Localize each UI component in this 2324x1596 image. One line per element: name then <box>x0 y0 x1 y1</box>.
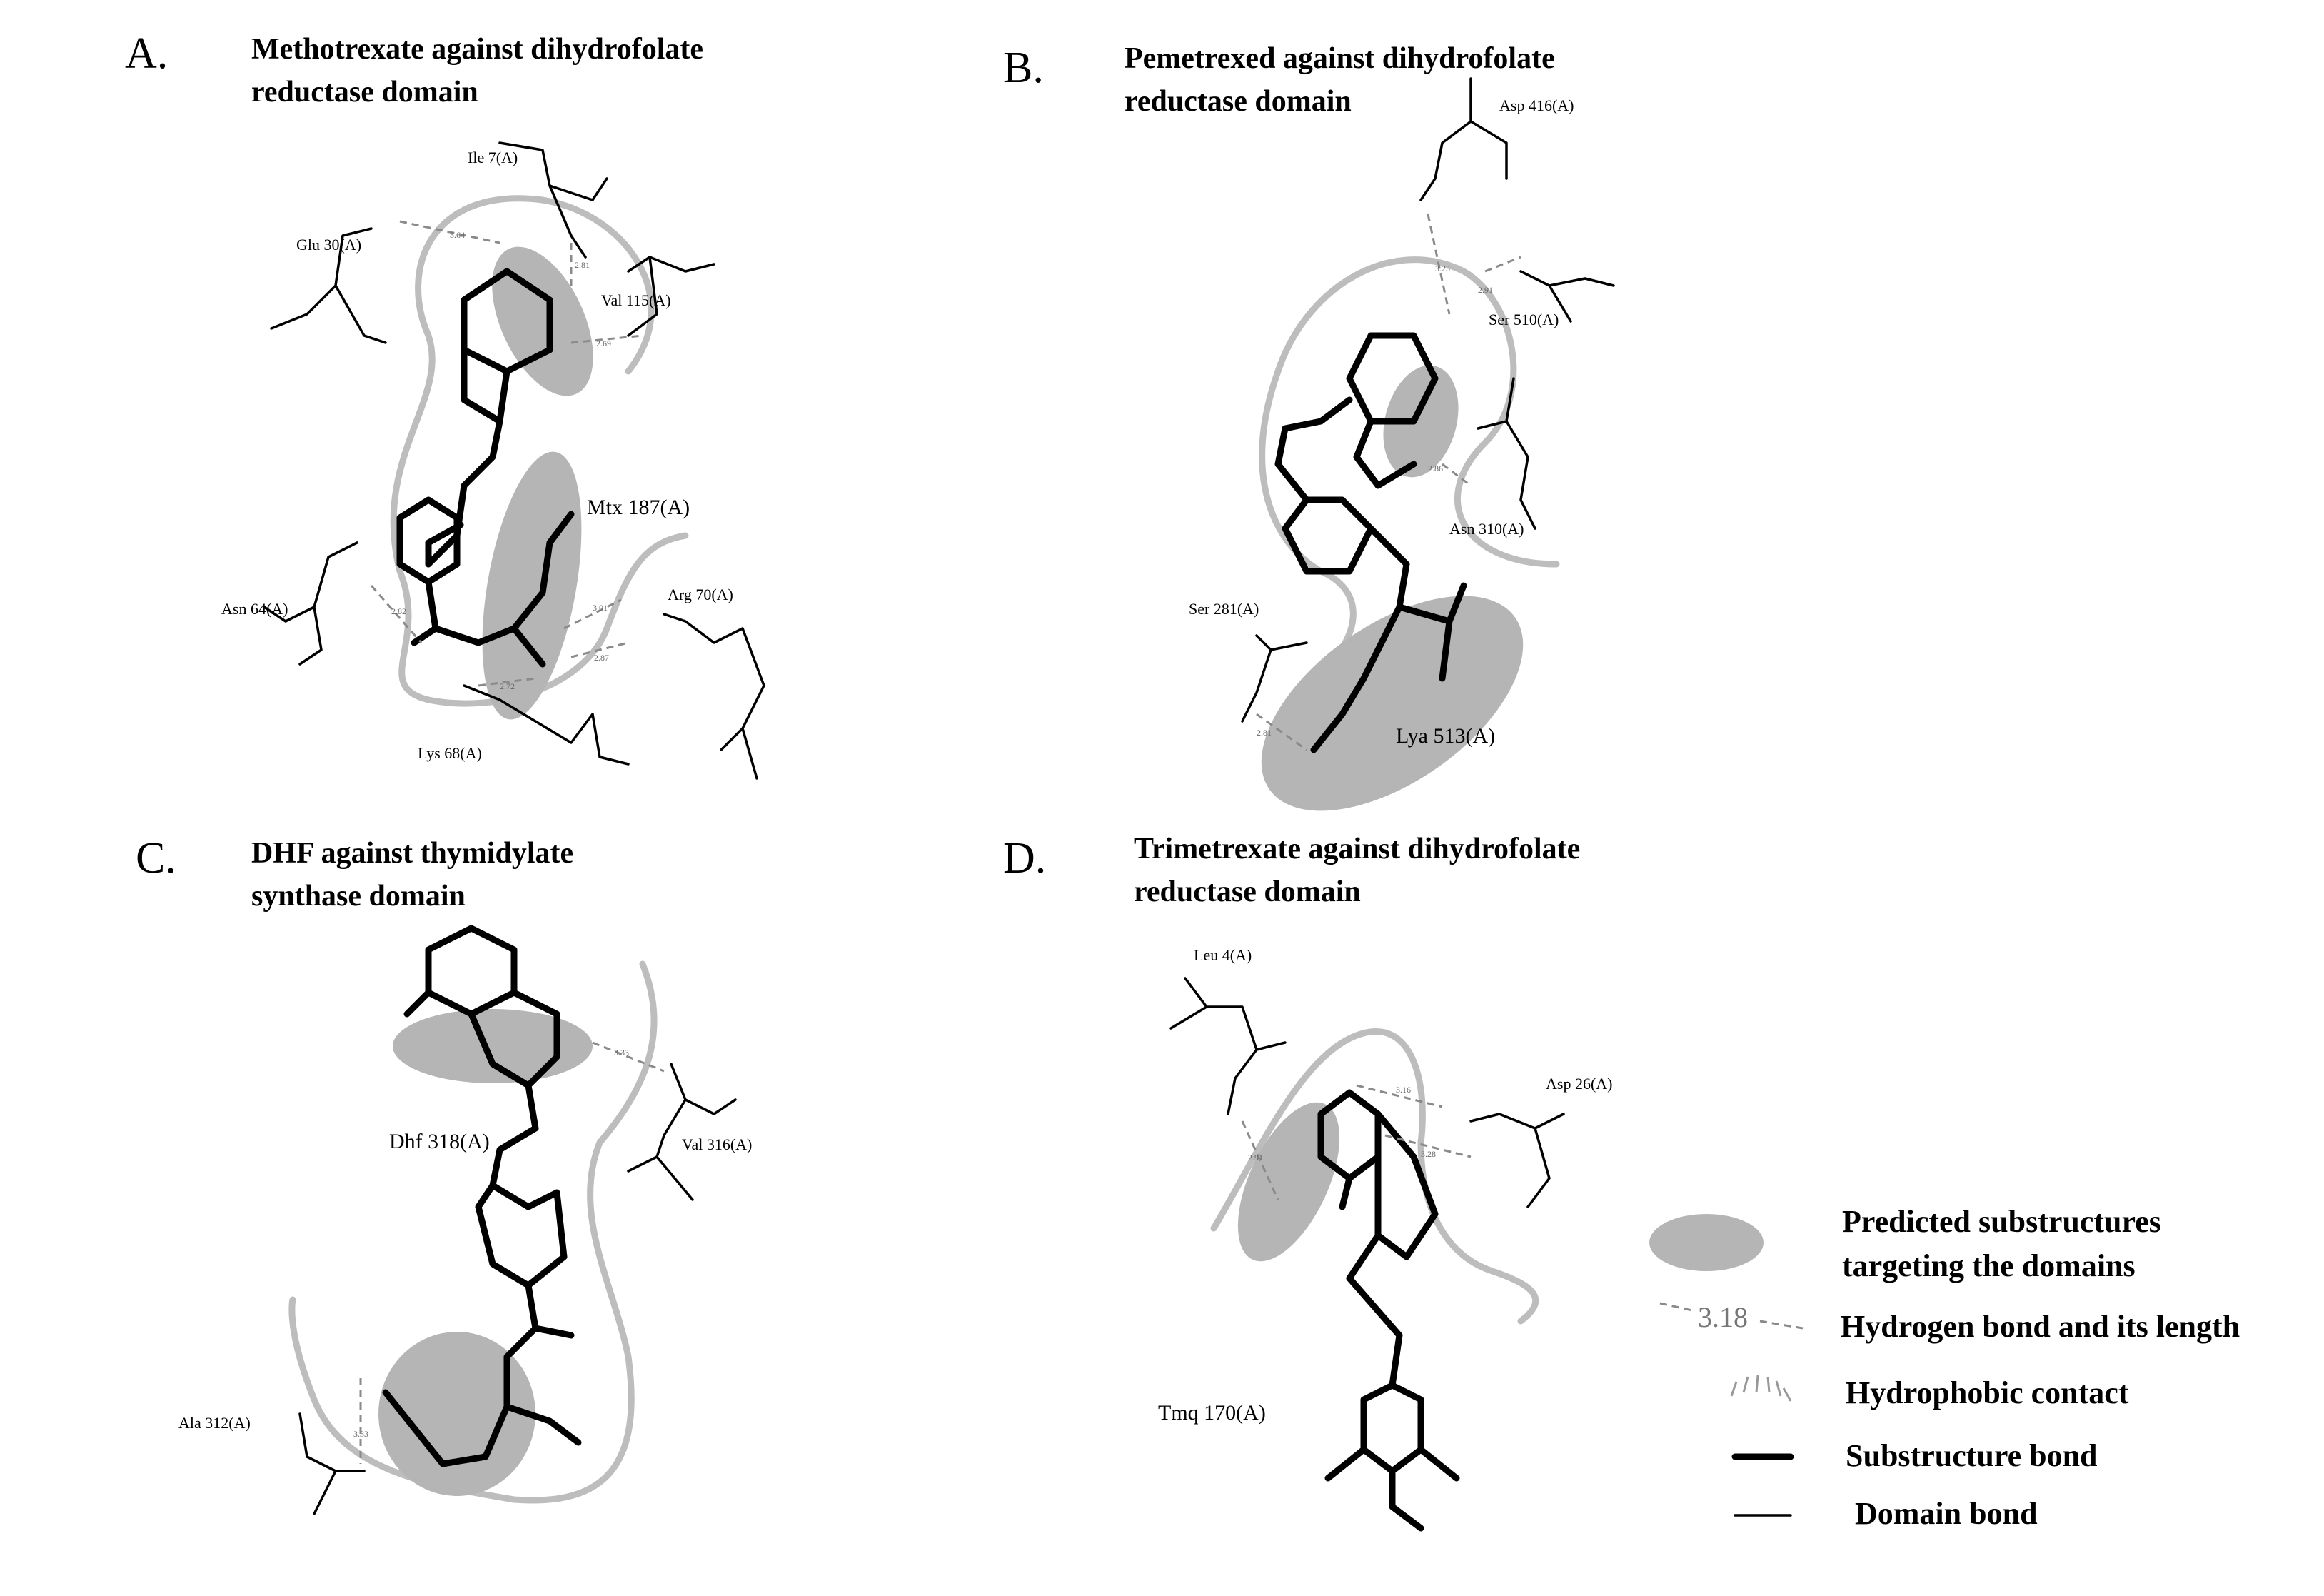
panel-d-highlight-1 <box>1237 1102 1340 1262</box>
legend-substructure-label: Substructure bond <box>1846 1438 2098 1473</box>
panel-c-residues <box>298 1063 737 1515</box>
panel-a-dist-5: 3.01 <box>593 603 608 613</box>
panel-c-ligand-label: Dhf 318(A) <box>389 1130 490 1153</box>
panel-d-residues <box>1169 977 1565 1208</box>
panel-c: C. DHF against thymidylate synthase doma… <box>136 834 752 1515</box>
panel-b-hbond-1 <box>1427 214 1451 315</box>
panel-b-ligand-label: Lya 513(A) <box>1396 724 1495 748</box>
panel-c-highlight-2 <box>378 1332 535 1496</box>
legend-hbond-swatch-left <box>1659 1302 1693 1312</box>
panel-b-res-asn310: Asn 310(A) <box>1449 520 1524 538</box>
panel-a-ligand <box>396 268 575 668</box>
panel-a-res-ile7: Ile 7(A) <box>468 149 518 166</box>
panel-a-title-line2: reductase domain <box>251 76 478 109</box>
panel-c-dist-1: 3.33 <box>614 1048 629 1058</box>
panel-a-pocket-curve <box>390 195 689 707</box>
panel-c-pocket-curve <box>288 960 658 1504</box>
panel-a-residues <box>263 141 765 780</box>
legend-hbond-sample: 3.18 <box>1698 1301 1748 1333</box>
panel-d-ligand-label: Tmq 170(A) <box>1158 1401 1266 1425</box>
panel-d-pocket-curve <box>1210 1028 1539 1325</box>
panel-d-hbond-2 <box>1384 1134 1472 1158</box>
panel-d-hbond-3 <box>1241 1120 1279 1200</box>
panel-a-letter: A. <box>125 29 168 78</box>
panel-a-res-lys68: Lys 68(A) <box>418 744 482 762</box>
panel-a-dist-1: 3.64 <box>450 230 465 240</box>
panel-a-dist-4: 2.82 <box>391 606 406 616</box>
panel-d-res-asp26: Asp 26(A) <box>1546 1075 1613 1093</box>
panel-a-dist-3: 2.69 <box>596 338 611 348</box>
panel-a-dist-6: 2.87 <box>594 653 609 663</box>
panel-b-highlight-2 <box>1261 596 1524 811</box>
panel-d-ligand <box>1317 1089 1460 1532</box>
panel-c-res-val316: Val 316(A) <box>682 1135 752 1153</box>
panel-c-letter: C. <box>136 834 176 883</box>
panel-a-hbond-7 <box>478 677 536 687</box>
panel-b-res-ser510: Ser 510(A) <box>1489 311 1559 328</box>
panel-b-hbond-2 <box>1484 256 1521 273</box>
panel-b-hbond-4 <box>1256 713 1307 751</box>
panel-a-res-glu30: Glu 30(A) <box>296 236 361 254</box>
panel-d-hbond-1 <box>1356 1084 1443 1108</box>
panel-b-dist-2: 2.91 <box>1478 285 1493 295</box>
panel-b-title-line2: reductase domain <box>1125 85 1352 118</box>
panel-a-res-val115: Val 115(A) <box>601 291 671 309</box>
legend-ellipse-label: Predicted substructures <box>1842 1204 2161 1239</box>
panel-d: D. Trimetrexate against dihydrofolate re… <box>1003 833 1613 1532</box>
legend-hbond-label: Hydrogen bond and its length <box>1841 1309 2240 1344</box>
legend-hydrophobic-label: Hydrophobic contact <box>1846 1375 2129 1410</box>
panel-b-ligand <box>1274 332 1467 753</box>
panel-b-residues <box>1241 77 1615 723</box>
panel-a-hbond-5 <box>563 598 622 630</box>
panel-b-letter: B. <box>1003 44 1044 92</box>
panel-a-res-asn64: Asn 64(A) <box>221 600 288 618</box>
legend-domain-label: Domain bond <box>1855 1496 2038 1531</box>
panel-a-dist-2: 2.81 <box>575 260 590 270</box>
panel-c-dist-2: 3.33 <box>353 1429 368 1439</box>
panel-b: B. Pemetrexed against dihydrofolate redu… <box>1003 42 1615 811</box>
panel-c-res-ala312: Ala 312(A) <box>178 1414 251 1432</box>
panel-d-title-line2: reductase domain <box>1134 875 1361 908</box>
panel-a-res-arg70: Arg 70(A) <box>668 586 733 603</box>
legend-ellipse-label-line2: targeting the domains <box>1842 1248 2136 1283</box>
panel-a-dist-7: 2.72 <box>500 681 515 691</box>
legend: Predicted substructures targeting the do… <box>1649 1204 2240 1531</box>
panel-b-hbond-3 <box>1442 463 1472 487</box>
panel-a-hbond-4 <box>370 585 423 643</box>
panel-d-res-leu4: Leu 4(A) <box>1194 946 1252 964</box>
panel-d-title-line1: Trimetrexate against dihydrofolate <box>1134 833 1580 865</box>
panel-b-dist-1: 3.23 <box>1435 264 1450 273</box>
panel-c-title-line1: DHF against thymidylate <box>251 837 573 870</box>
panel-a-hbond-6 <box>570 641 629 658</box>
panel-c-title-line2: synthase domain <box>251 880 466 913</box>
panel-a-ligand-label: Mtx 187(A) <box>587 496 690 519</box>
panel-a: A. Methotrexate against dihydrofolate re… <box>125 29 765 780</box>
panel-b-res-asp416: Asp 416(A) <box>1499 96 1574 114</box>
legend-ellipse-swatch <box>1649 1214 1764 1271</box>
panel-d-dist-1: 3.16 <box>1396 1085 1411 1095</box>
panel-a-highlight-2 <box>482 451 582 720</box>
panel-a-hbond-1 <box>399 220 500 244</box>
panel-a-title-line1: Methotrexate against dihydrofolate <box>251 33 703 66</box>
panel-d-dist-2: 3.28 <box>1421 1149 1436 1159</box>
panel-d-dist-3: 2.91 <box>1248 1153 1263 1163</box>
panel-a-highlight-1 <box>492 246 593 396</box>
panel-b-dist-4: 2.81 <box>1257 728 1272 738</box>
panel-c-ligand <box>382 925 582 1467</box>
legend-hydrophobic-icon <box>1730 1375 1792 1402</box>
panel-b-res-ser281: Ser 281(A) <box>1189 600 1259 618</box>
panel-b-dist-3: 2.86 <box>1428 463 1443 473</box>
legend-hbond-swatch-right <box>1759 1320 1804 1330</box>
panel-d-letter: D. <box>1003 834 1046 883</box>
panel-b-title-line1: Pemetrexed against dihydrofolate <box>1125 42 1555 75</box>
panel-c-highlight-1 <box>393 1009 593 1083</box>
panel-c-hbond-1 <box>592 1041 665 1073</box>
panel-b-highlight-1 <box>1383 365 1459 478</box>
